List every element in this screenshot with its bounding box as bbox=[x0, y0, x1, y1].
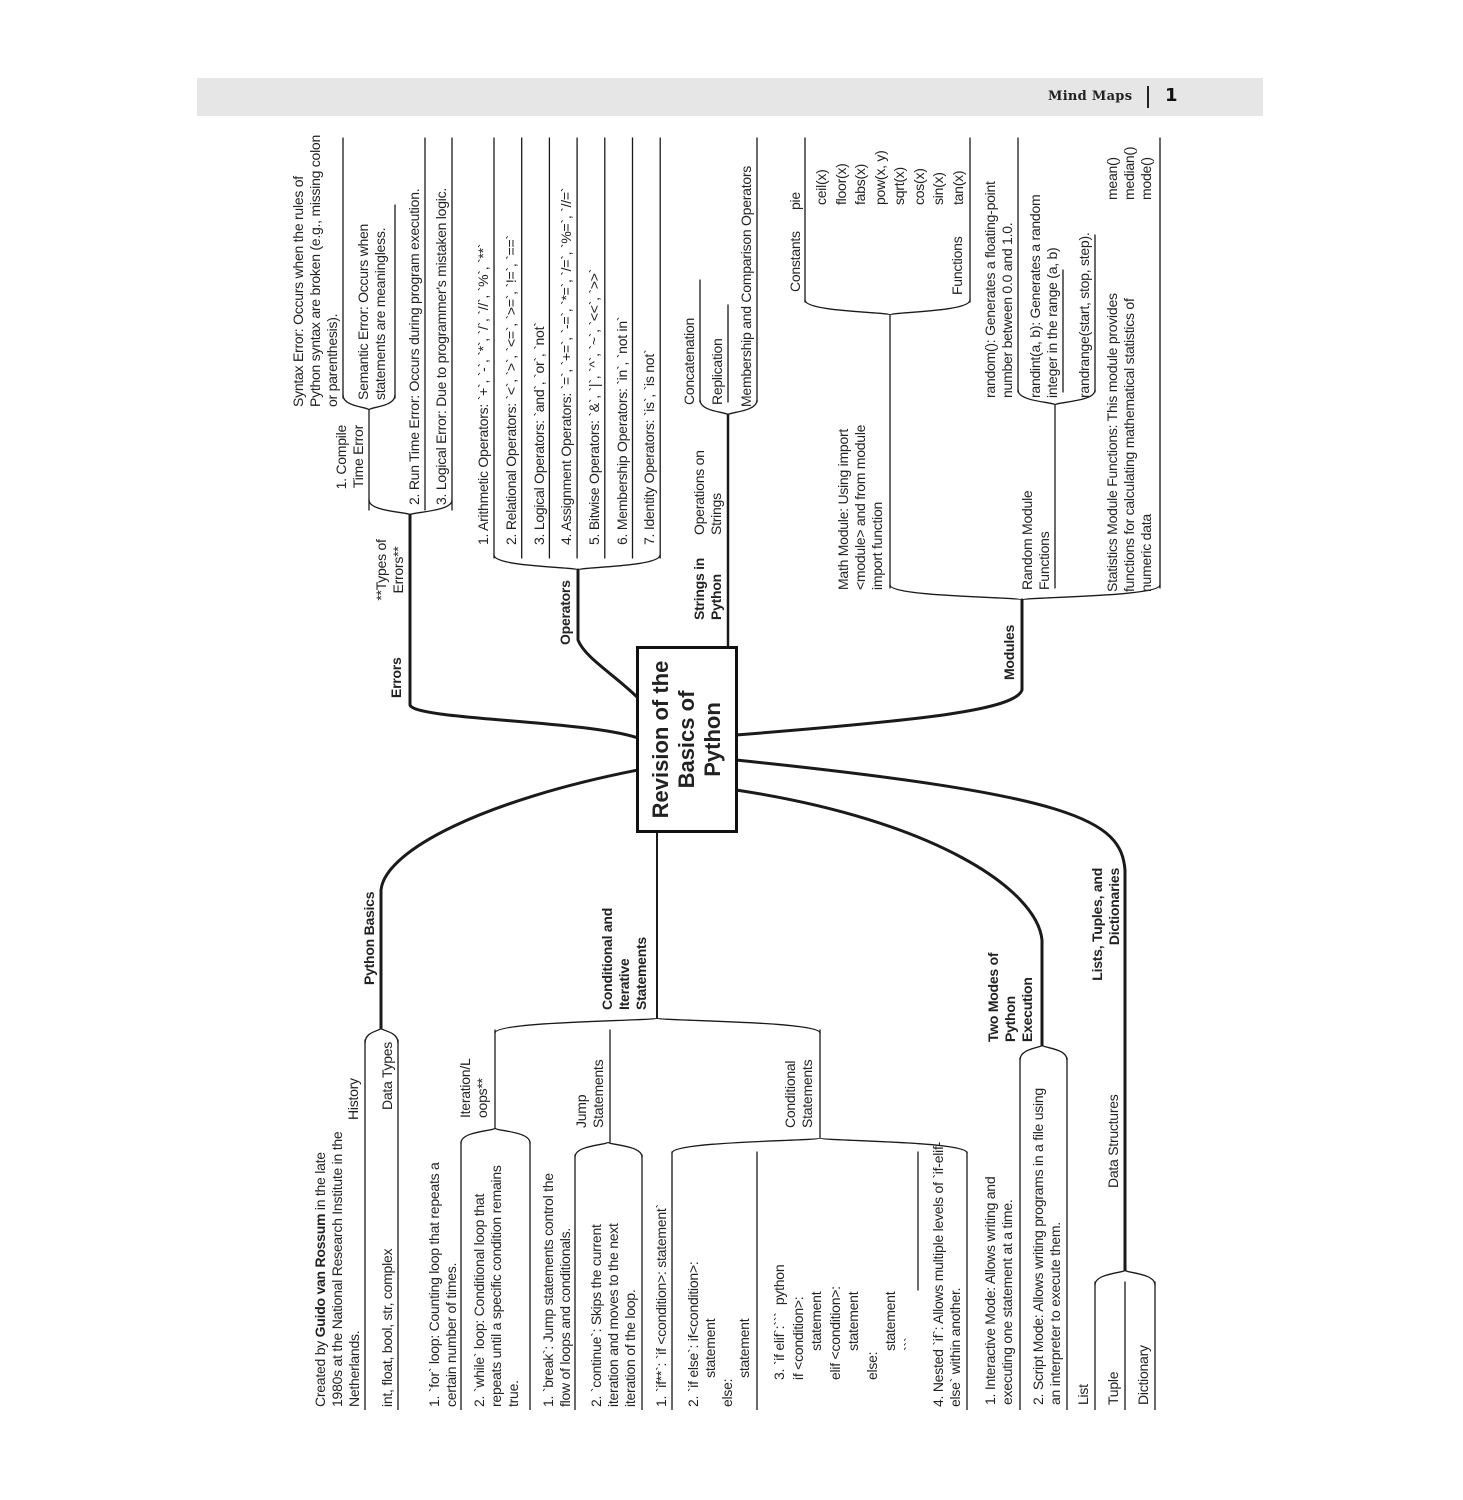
errors-syntax: Syntax Error: Occurs when the rules of P… bbox=[290, 134, 340, 407]
branch-execution-modes: Two Modes of Python Execution bbox=[985, 952, 1035, 1042]
bracket bbox=[574, 1141, 643, 1158]
bracket bbox=[1019, 1044, 1068, 1061]
branch-line-errors bbox=[408, 513, 640, 740]
branch-modules: Modules bbox=[1001, 624, 1017, 680]
modules-random: Random Module Functions bbox=[1019, 490, 1052, 590]
conditional-item: 3. `if elif`:``` python if <condition>: … bbox=[771, 1264, 917, 1380]
cond-jump: Jump Statements bbox=[573, 1059, 606, 1128]
operator-item: 7. Identity Operators: `is`, `is not` bbox=[641, 349, 657, 545]
history-text-pre: Created by bbox=[312, 1337, 328, 1407]
history-person: Guido van Rossum bbox=[312, 1213, 328, 1338]
data-structure-item: Tuple bbox=[1105, 1371, 1121, 1405]
operator-item: 2. Relational Operators: `<`, `>`, `<=`,… bbox=[503, 235, 519, 545]
data-structure-item: List bbox=[1075, 1384, 1091, 1405]
bracket bbox=[1094, 1269, 1156, 1286]
math-function: sqrt(x) bbox=[891, 167, 907, 205]
stats-function: mean() bbox=[1104, 157, 1120, 200]
errors-logical: 3. Logical Error: Due to programmer's mi… bbox=[433, 188, 449, 505]
cond-iteration: Iteration/Loops** bbox=[457, 1058, 490, 1118]
branch-lists-tuples-dictionaries: Lists, Tuples, and Dictionaries bbox=[1089, 868, 1122, 981]
bracket bbox=[1017, 389, 1096, 406]
branch-line-operators bbox=[576, 568, 640, 700]
math-function: fabs(x) bbox=[852, 163, 868, 205]
bracket bbox=[699, 399, 758, 416]
math-pie: pie bbox=[787, 192, 803, 210]
root-node: Revision of the Basics of Python bbox=[636, 646, 738, 833]
modules-statistics: Statistics Module Functions: This module… bbox=[1104, 293, 1154, 592]
section-title: Mind Maps bbox=[1048, 89, 1133, 104]
strings-item: Concatenation bbox=[681, 317, 697, 405]
bracket bbox=[460, 1127, 531, 1144]
stats-function: mode() bbox=[1138, 157, 1154, 200]
errors-compile: 1. Compile Time Error bbox=[333, 425, 366, 490]
conditional-item: 4. Nested `if`: Allows multiple levels o… bbox=[930, 1141, 963, 1407]
branch-python-basics: Python Basics bbox=[361, 891, 377, 985]
basics-history: History bbox=[345, 1078, 361, 1120]
math-function: cos(x) bbox=[910, 168, 927, 205]
bracket bbox=[671, 1137, 968, 1154]
branch-strings: Strings in Python bbox=[691, 557, 724, 620]
header-divider bbox=[1147, 86, 1149, 108]
strings-item: Replication bbox=[709, 338, 725, 405]
operator-item: 4. Assignment Operators: `=`, `+=`, `-=`… bbox=[558, 187, 574, 545]
jump-item: 1. `break`: Jump statements control the … bbox=[540, 1173, 573, 1407]
history-text: Created by Guido van Rossum in the late … bbox=[312, 1127, 363, 1407]
math-function-list: ceil(x) floor(x) fabs(x) pow(x, y) sqrt(… bbox=[812, 150, 968, 205]
math-function: tan(x) bbox=[949, 170, 966, 205]
branch-line-modes bbox=[734, 788, 1044, 1047]
page-number: 1 bbox=[1165, 85, 1178, 106]
branch-line-lists bbox=[734, 758, 1127, 1272]
bracket bbox=[494, 1017, 821, 1034]
math-function: pow(x, y) bbox=[871, 150, 888, 205]
cond-conditional: Conditional Statements bbox=[782, 1059, 815, 1128]
bracket bbox=[364, 1027, 399, 1044]
modules-math: Math Module: Using import <module> and f… bbox=[835, 424, 885, 590]
random-item: random(): Generates a floating-point num… bbox=[982, 181, 1015, 398]
errors-types: **Types of Errors** bbox=[373, 539, 406, 601]
random-item: randrange(start, stop, step). bbox=[1076, 232, 1092, 398]
bracket bbox=[368, 499, 453, 516]
mind-map-connectors bbox=[342, 137, 1161, 1410]
strings-item: Membership and Comparison Operators bbox=[738, 165, 754, 407]
branch-operators: Operators bbox=[557, 580, 573, 645]
bracket bbox=[493, 554, 661, 571]
errors-semantic: Semantic Error: Occurs when statements a… bbox=[355, 223, 388, 400]
conditional-item: 1. `if**`: `if <condition>: statement` bbox=[653, 1204, 669, 1407]
math-constants: Constants bbox=[787, 231, 803, 292]
strings-operations: Operations on Strings bbox=[691, 450, 724, 535]
conditional-item: 2. `if else`: if<condition>: statement e… bbox=[685, 1261, 752, 1407]
stats-function: median() bbox=[1121, 146, 1137, 200]
mode-item: 2. Script Mode: Allows writing programs … bbox=[1030, 1088, 1063, 1405]
random-item: randint(a, b): Generates a random intege… bbox=[1027, 194, 1060, 398]
math-functions: Functions bbox=[949, 236, 965, 295]
mode-item: 1. Interactive Mode: Allows writing and … bbox=[982, 1176, 1015, 1405]
stats-function-list: mean() median() mode() bbox=[1104, 147, 1155, 200]
lists-data-structures: Data Structures bbox=[1105, 1094, 1121, 1188]
jump-item: 2. `continue`: Skips the current iterati… bbox=[588, 1223, 638, 1407]
data-structure-item: Dictionary bbox=[1135, 1345, 1151, 1405]
bracket bbox=[889, 584, 1161, 601]
bracket bbox=[342, 394, 396, 411]
data-types-text: int, float, bool, str, complex bbox=[379, 1248, 395, 1407]
loop-item: 1. `for` loop: Counting loop that repeat… bbox=[426, 1162, 459, 1407]
math-function: sin(x) bbox=[930, 172, 946, 205]
branch-line-basics bbox=[379, 768, 640, 1030]
branch-conditional-iterative: Conditional and Iterative Statements bbox=[599, 907, 649, 1010]
operator-item: 1. Arithmetic Operators: `+`, `-`, `*`, … bbox=[475, 243, 491, 545]
operator-item: 5. Bitwise Operators: `&`, `|`, `^`, `~`… bbox=[586, 268, 602, 545]
operator-item: 3. Logical Operators: `and`, `or`, `not` bbox=[531, 322, 547, 545]
basics-data-types: Data Types bbox=[379, 1041, 395, 1110]
running-header: Mind Maps 1 bbox=[197, 78, 1263, 116]
math-function: ceil(x) bbox=[813, 169, 829, 205]
branch-line-modules bbox=[734, 598, 1024, 737]
math-function: floor(x) bbox=[832, 163, 849, 205]
branch-errors: Errors bbox=[388, 657, 404, 698]
mind-map: Revision of the Basics of Python Errors … bbox=[285, 130, 1175, 1410]
operator-item: 6. Membership Operators: `in`, `not in` bbox=[614, 316, 630, 545]
loop-item: 2. `while` loop: Conditional loop that r… bbox=[471, 1165, 521, 1407]
bracket bbox=[804, 299, 971, 316]
errors-runtime: 2. Run Time Error: Occurs during program… bbox=[406, 188, 422, 505]
